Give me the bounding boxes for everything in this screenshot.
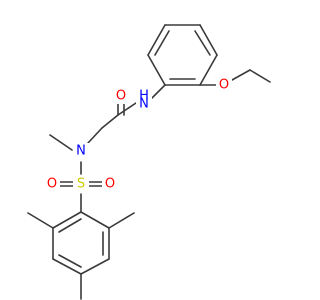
atom-o-sulfonyl-left-label: O xyxy=(47,177,57,192)
bond-co-ch2 xyxy=(101,114,119,129)
atom-o-carbonyl: O xyxy=(113,88,129,104)
bond-mesityl-6 xyxy=(80,211,110,229)
atom-o-carbonyl-label: O xyxy=(116,89,126,104)
atom-n-amide-hydrogen-label: H xyxy=(139,89,149,104)
bond-aryl-inner-1 xyxy=(154,30,170,56)
bond-methyl-left xyxy=(27,212,54,229)
bond-aryl-6 xyxy=(147,54,166,86)
atom-s: S xyxy=(73,176,89,192)
atom-o-ether: O xyxy=(216,77,232,93)
bond-mesityl-inner-2 xyxy=(58,254,82,268)
bond-n-methyl xyxy=(49,134,73,151)
atom-n-amide: H N xyxy=(136,89,152,112)
atom-o-ether-label: O xyxy=(219,78,229,93)
bond-ch2-n xyxy=(87,127,103,144)
molecule-structure: O H N O N S O O xyxy=(27,24,271,300)
atom-o-sulfonyl-right: O xyxy=(102,176,118,192)
atom-n-amide-label: N xyxy=(139,97,149,112)
bond-mesityl-inner-1 xyxy=(58,218,82,233)
bond-aryl-nh xyxy=(151,84,166,99)
bond-mesityl-4 xyxy=(80,258,110,275)
atom-o-sulfonyl-left-background xyxy=(44,176,60,192)
atom-o-sulfonyl-left: O xyxy=(44,176,60,192)
atom-layer: O H N O N S O O xyxy=(44,77,232,192)
atom-o-carbonyl-background xyxy=(113,88,129,104)
bond-o-ch2 xyxy=(231,69,251,81)
atom-n-sulfonamide: N xyxy=(73,143,89,159)
bond-layer xyxy=(27,24,271,300)
atom-o-sulfonyl-right-label: O xyxy=(105,177,115,192)
atom-s-background xyxy=(73,176,89,192)
atom-o-sulfonyl-right-background xyxy=(102,176,118,192)
atom-n-sulfonamide-label: N xyxy=(76,144,86,159)
bond-aryl-1 xyxy=(147,24,166,56)
bond-aryl-inner-2 xyxy=(194,30,211,56)
atom-n-sulfonamide-background xyxy=(73,143,89,159)
atom-o-ether-background xyxy=(216,77,232,93)
bond-mesityl-1 xyxy=(52,211,82,229)
bond-aryl-4 xyxy=(199,54,218,86)
atom-n-amide-background xyxy=(136,93,152,111)
bond-ch2-ch3 xyxy=(249,69,271,83)
bond-mesityl-3 xyxy=(52,258,82,275)
bond-nh-co xyxy=(117,102,137,116)
atom-s-label: S xyxy=(77,177,85,192)
bond-methyl-right xyxy=(108,212,135,229)
bond-aryl-3 xyxy=(199,24,218,56)
